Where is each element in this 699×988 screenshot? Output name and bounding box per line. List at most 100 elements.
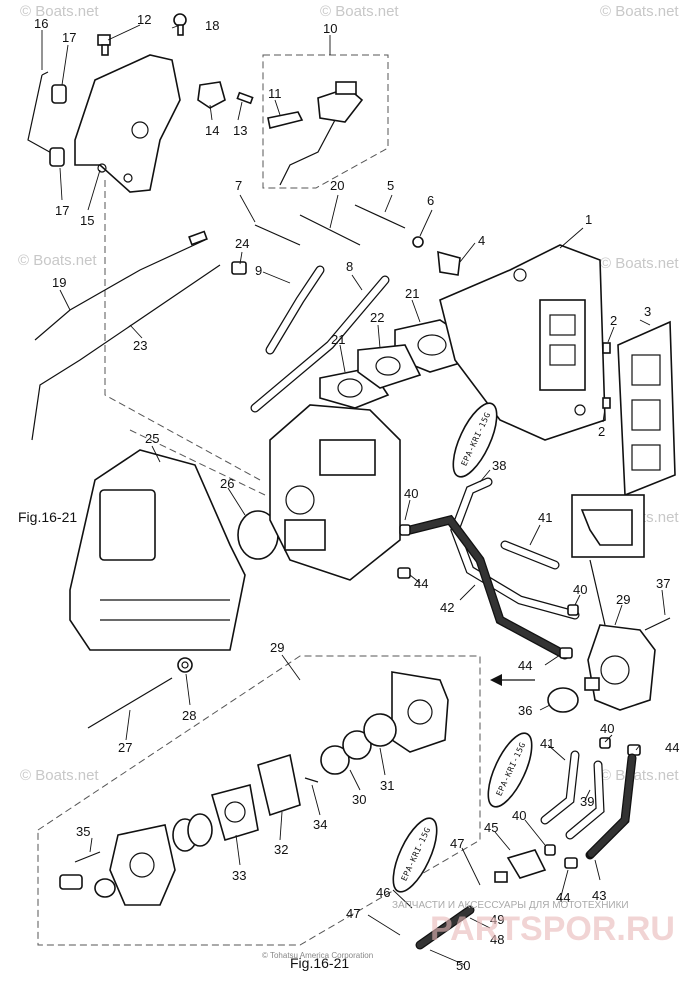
epa-stamp-2: EPA-KRI-15G — [487, 732, 533, 808]
part-14-link — [197, 81, 226, 109]
callout-14: 14 — [205, 123, 219, 138]
part-1-manifold — [439, 244, 606, 441]
callout-48: 48 — [490, 932, 504, 947]
part-37-bolt — [644, 617, 671, 631]
callout-13: 13 — [233, 123, 247, 138]
figure-label: Fig.16-21 — [290, 955, 349, 971]
part-31-valve — [363, 713, 397, 747]
watermark: © Boats.net — [600, 767, 679, 784]
part-35-screw — [74, 851, 101, 863]
callout-11: 11 — [268, 86, 282, 101]
callout-37: 37 — [656, 576, 670, 591]
callout-47: 47 — [346, 906, 360, 921]
callout-17: 17 — [55, 203, 69, 218]
watermark: © Boats.net — [20, 3, 99, 20]
callout-40: 40 — [600, 721, 614, 736]
part-18-screw — [173, 13, 187, 36]
callout-6: 6 — [427, 193, 434, 208]
callout-31: 31 — [380, 778, 394, 793]
callout-44: 44 — [518, 658, 532, 673]
callout-44: 44 — [556, 890, 570, 905]
part-22-spacer — [357, 344, 422, 389]
callout-1: 1 — [585, 212, 592, 227]
callout-24: 24 — [235, 236, 249, 251]
watermark-layer: © Boats.net © Boats.net © Boats.net © Bo… — [18, 3, 679, 784]
callout-19: 19 — [52, 275, 66, 290]
pump-housing — [109, 824, 176, 906]
callout-45: 45 — [484, 820, 498, 835]
callout-21: 21 — [331, 332, 345, 347]
part-13-pin — [236, 91, 254, 105]
callout-27: 27 — [118, 740, 132, 755]
callout-26: 26 — [220, 476, 234, 491]
part-2-pins — [602, 342, 611, 409]
callout-44: 44 — [414, 576, 428, 591]
callout-41: 41 — [538, 510, 552, 525]
callout-7: 7 — [235, 178, 242, 193]
callout-2: 2 — [610, 313, 617, 328]
callout-40: 40 — [404, 486, 418, 501]
part-19-cable — [34, 230, 208, 341]
direction-arrow — [490, 674, 535, 686]
callout-29: 29 — [270, 640, 284, 655]
brand-tagline: ЗАПЧАСТИ И АКСЕССУАРЫ ДЛЯ МОТОТЕХНИКИ — [392, 900, 629, 911]
plug — [59, 874, 83, 890]
callout-49: 49 — [490, 912, 504, 927]
brand-name: PARTSPOR.RU — [430, 910, 675, 948]
part-23-rod — [31, 264, 221, 441]
callout-39: 39 — [580, 794, 594, 809]
callout-32: 32 — [274, 842, 288, 857]
callout-16: 16 — [34, 16, 48, 31]
callout-43: 43 — [592, 888, 606, 903]
part-15-bracket — [74, 54, 181, 193]
callout-12: 12 — [137, 12, 151, 27]
callout-38: 38 — [492, 458, 506, 473]
part-48-hose — [415, 905, 475, 950]
part-24-clip — [231, 261, 247, 275]
part-12-bolt — [97, 34, 111, 56]
watermark: © Boats.net — [600, 255, 679, 272]
callout-40: 40 — [512, 808, 526, 823]
callout-18: 18 — [205, 18, 219, 33]
figure-label-left: Fig.16-21 — [18, 509, 77, 525]
callouts: 12 18 16 17 10 11 13 14 17 15 7 20 5 6 4… — [34, 12, 679, 973]
watermark: © Boats.net — [600, 3, 679, 20]
part-8-hose — [250, 275, 390, 413]
callout-35: 35 — [76, 824, 90, 839]
watermark: © Boats.net — [18, 252, 97, 269]
callout-20: 20 — [330, 178, 344, 193]
springs — [94, 813, 213, 898]
callout-28: 28 — [182, 708, 196, 723]
callout-46: 46 — [376, 885, 390, 900]
callout-41: 41 — [540, 736, 554, 751]
part-34-screw — [304, 777, 319, 783]
callout-34: 34 — [313, 817, 327, 832]
callout-47: 47 — [450, 836, 464, 851]
part-10-choke-assy — [279, 81, 364, 186]
callout-36: 36 — [518, 703, 532, 718]
group-outlines — [37, 54, 481, 946]
callout-40: 40 — [573, 582, 587, 597]
callout-42: 42 — [440, 600, 454, 615]
callout-25: 25 — [145, 431, 159, 446]
part-40-clips — [399, 524, 611, 856]
callout-3: 3 — [644, 304, 651, 319]
callout-15: 15 — [80, 213, 94, 228]
part-3-gasket — [617, 320, 676, 497]
part-38-hose — [450, 477, 580, 620]
epa-stamp-3: EPA-KRI-15G — [392, 817, 438, 893]
part-39-hose — [565, 760, 605, 840]
callout-4: 4 — [478, 233, 485, 248]
part-41-tube — [500, 540, 560, 570]
callout-33: 33 — [232, 868, 246, 883]
group-box-10 — [262, 54, 389, 189]
callout-8: 8 — [346, 259, 353, 274]
callout-21: 21 — [405, 286, 419, 301]
assembly-line — [129, 429, 266, 496]
part-9-hose — [265, 265, 325, 355]
callout-9: 9 — [255, 263, 262, 278]
part-4-clamp — [437, 250, 461, 276]
callout-23: 23 — [133, 338, 147, 353]
